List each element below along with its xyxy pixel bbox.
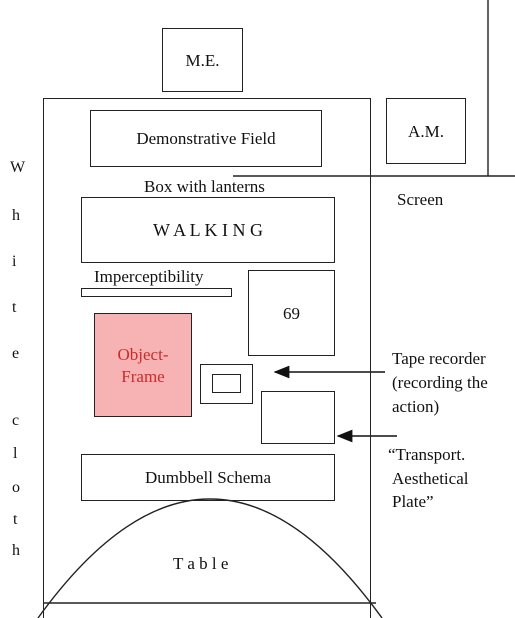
walking-label: W A L K I N G (153, 220, 263, 240)
box-69-label: 69 (283, 303, 300, 323)
am-label: A.M. (408, 121, 444, 141)
imperceptibility-label: Imperceptibility (94, 267, 204, 286)
tape-recorder-label-line2: (recording the (392, 373, 488, 392)
white-cloth-letter: o (12, 479, 20, 496)
tape-recorder-inner-box (212, 374, 241, 393)
dumbbell-schema-box: Dumbbell Schema (81, 454, 335, 501)
white-cloth-letter: h (12, 542, 20, 559)
me-label: M.E. (185, 50, 220, 70)
walking-box: W A L K I N G (81, 197, 335, 263)
white-cloth-letter: c (12, 412, 20, 429)
table-arc (37, 498, 383, 618)
object-frame-label-line2: Frame (121, 366, 165, 386)
dumbbell-schema-label: Dumbbell Schema (144, 468, 272, 487)
white-cloth-letter: e (12, 345, 20, 362)
white-cloth-letter: h (12, 207, 20, 224)
stage-outline (43, 98, 371, 618)
transport-label-line1: “Transport. (388, 445, 466, 464)
tape-recorder-label-line1: Tape recorder (392, 349, 486, 368)
tape-recorder-label-line3: action) (392, 397, 440, 416)
box-with-lanterns-label: Box with lanterns (144, 177, 265, 196)
white-cloth-letter: i (12, 253, 17, 270)
demonstrative-field-box: Demonstrative Field (90, 110, 322, 167)
screen-label: Screen (397, 190, 444, 209)
tape-recorder-outer-box (200, 364, 253, 404)
object-frame-box: Object- Frame (94, 313, 192, 417)
transport-label-line2: Aesthetical (392, 469, 469, 488)
white-cloth-letter: t (12, 299, 17, 316)
table-label: T a b l e (173, 554, 229, 573)
imperceptibility-bar (81, 288, 232, 297)
white-cloth-letter: t (13, 511, 18, 528)
me-box: M.E. (162, 28, 243, 92)
demonstrative-field-label: Demonstrative Field (136, 129, 276, 148)
object-frame-label-line1: Object- (117, 344, 169, 364)
transport-label-line3: Plate” (392, 492, 434, 511)
white-cloth-letter: W (10, 159, 26, 176)
transport-plate-box (261, 391, 335, 444)
am-box: A.M. (386, 98, 466, 164)
white-cloth-letter: l (13, 445, 18, 462)
box-69: 69 (248, 270, 335, 356)
